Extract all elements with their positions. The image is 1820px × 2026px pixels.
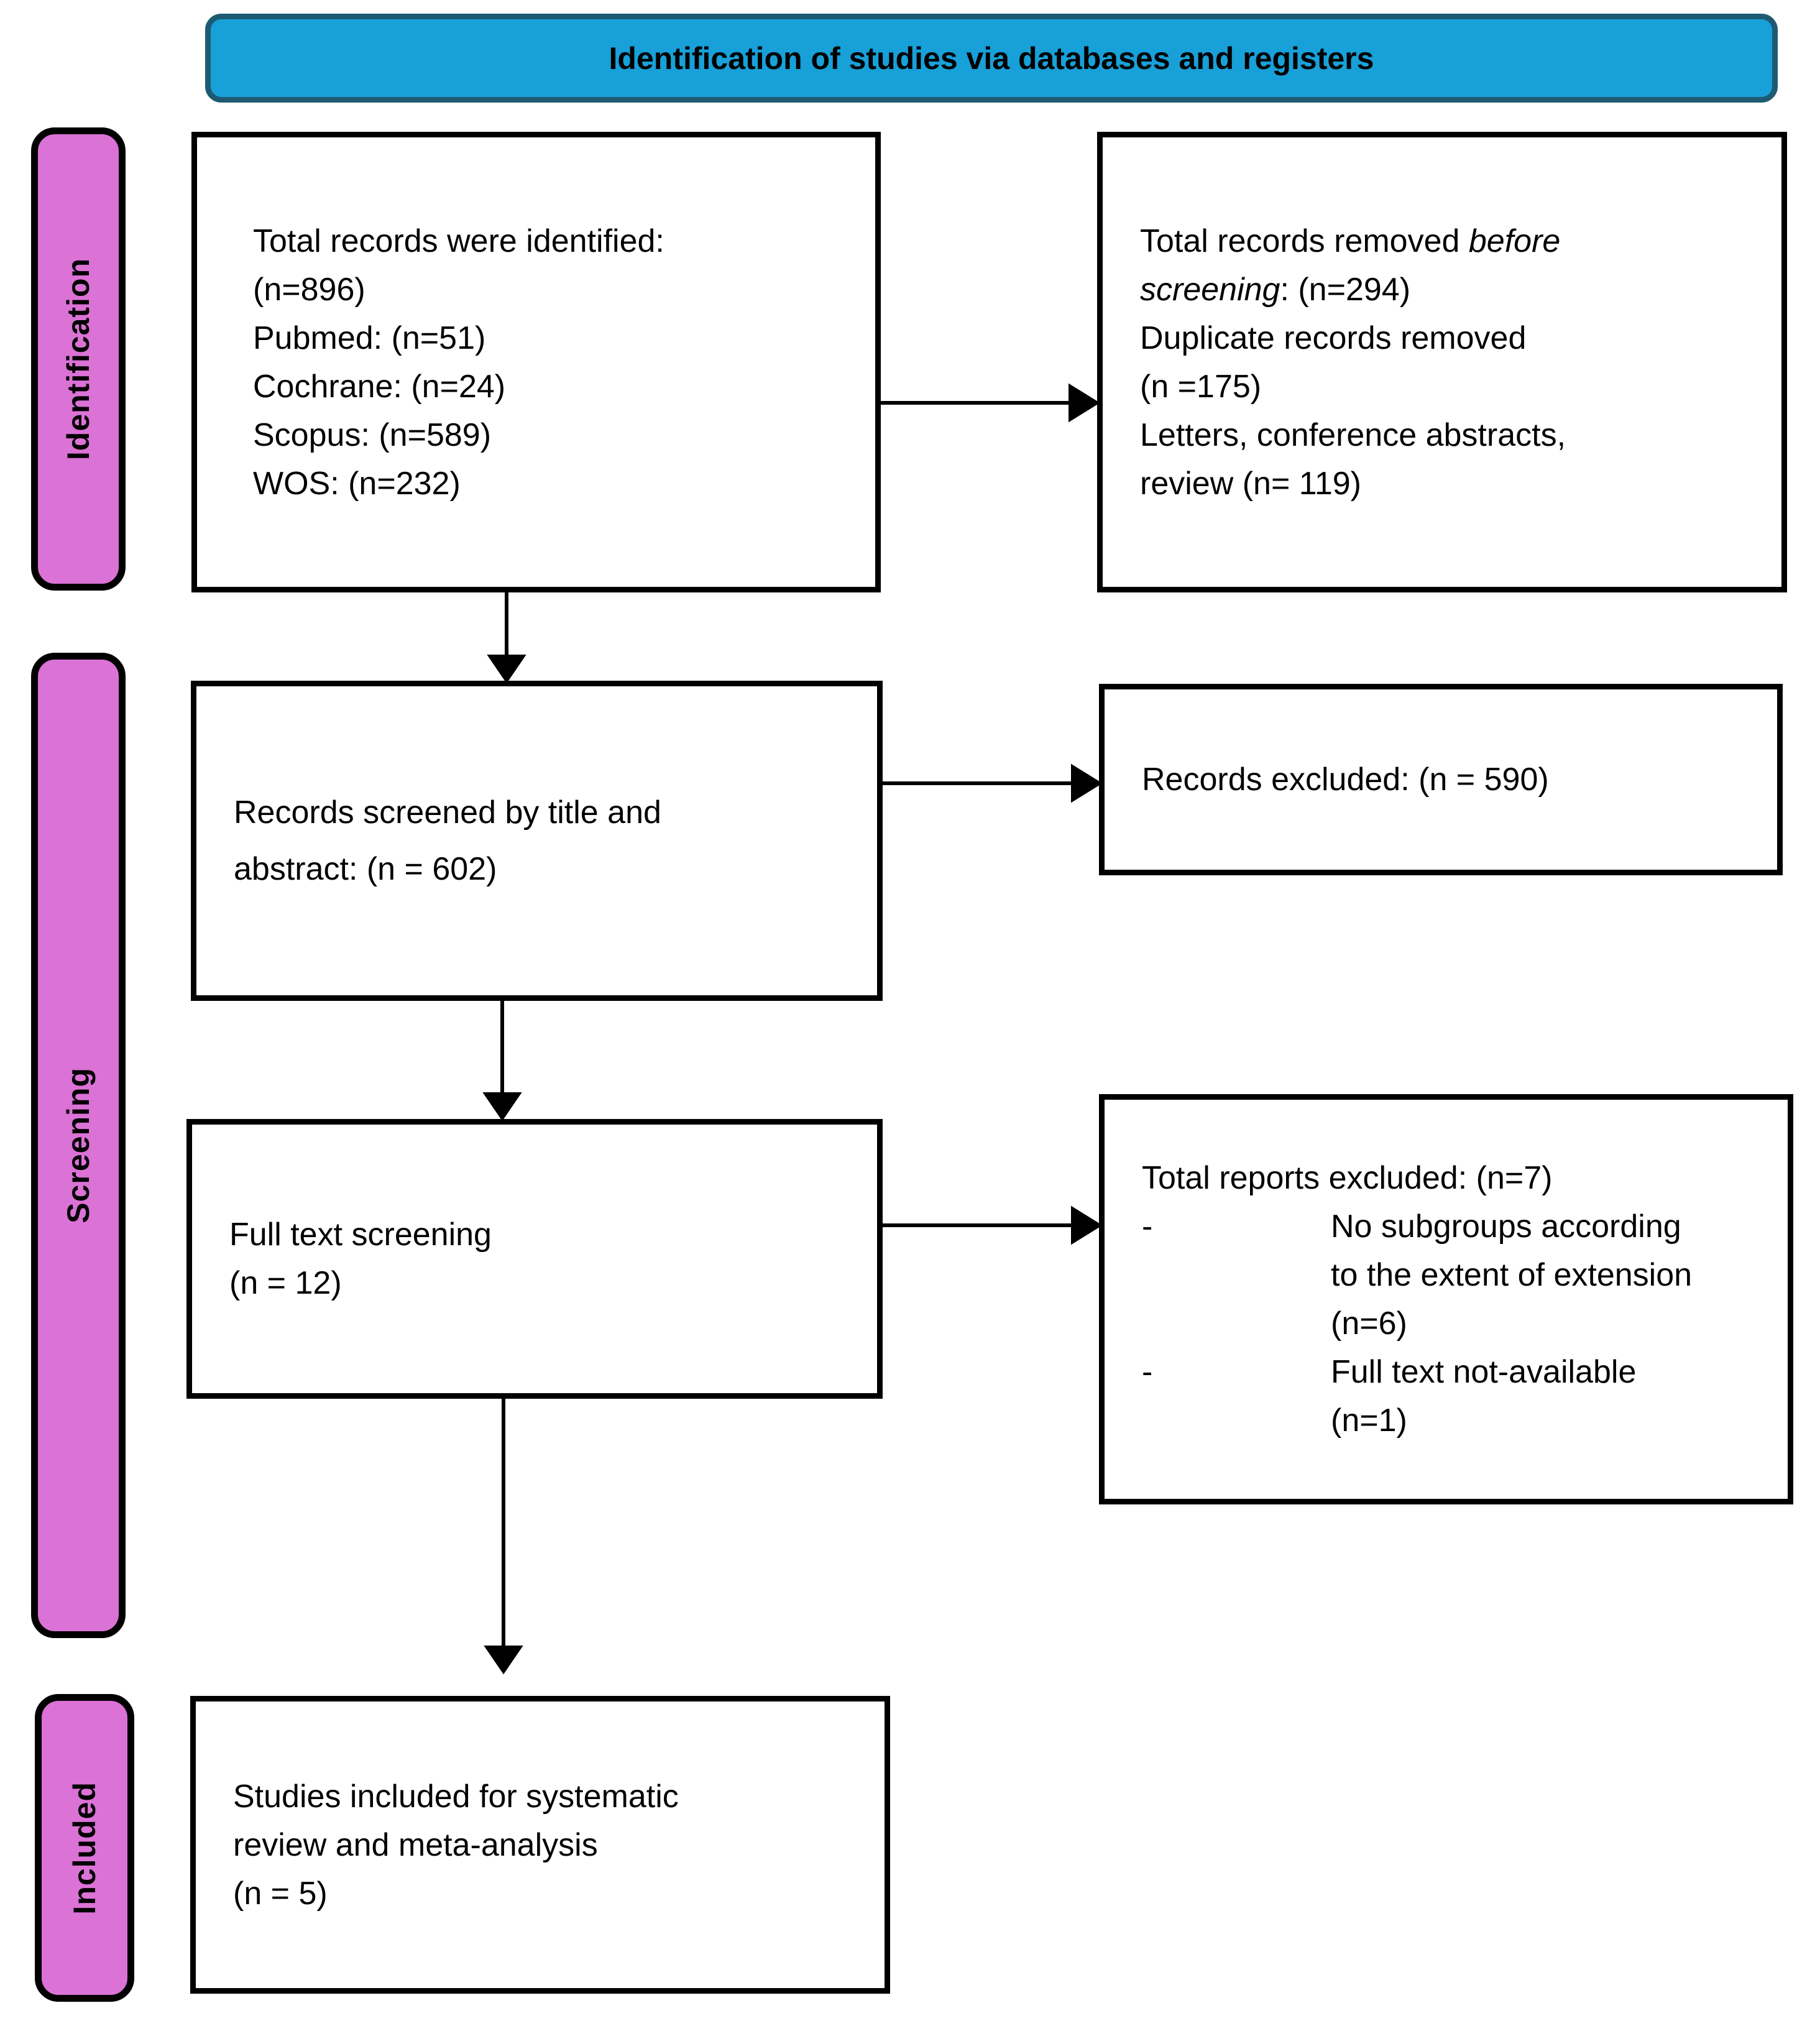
box-reports-excluded: Total reports excluded: (n=7) -No subgro…: [1099, 1094, 1793, 1504]
box-records-excluded: Records excluded: (n = 590): [1099, 684, 1783, 875]
arrow-screened-to-fulltext-head: [482, 1092, 522, 1121]
reports-excluded-heading: Total reports excluded: (n=7): [1142, 1160, 1553, 1196]
box-full-text-screening: Full text screening(n = 12): [186, 1119, 883, 1399]
arrow-screened-to-excluded-head: [1071, 763, 1103, 803]
arrow-identified-to-screened-head: [487, 655, 526, 684]
stage-label-included: Included: [35, 1694, 134, 2002]
header-title: Identification of studies via databases …: [609, 40, 1374, 76]
arrow-fulltext-to-reports-excluded-head: [1071, 1205, 1103, 1245]
arrow-fulltext-to-included-head: [484, 1646, 523, 1675]
box-records-identified: Total records were identified:(n=896)Pub…: [191, 132, 881, 592]
arrow-identified-to-removed-head: [1069, 383, 1100, 423]
stage-label-included-text: Included: [67, 1781, 102, 1915]
header-banner: Identification of studies via databases …: [205, 14, 1778, 103]
stage-label-identification: Identification: [31, 127, 126, 591]
stage-label-screening: Screening: [31, 653, 126, 1638]
stage-label-identification-text: Identification: [61, 257, 96, 461]
stage-label-screening-text: Screening: [61, 1067, 96, 1223]
